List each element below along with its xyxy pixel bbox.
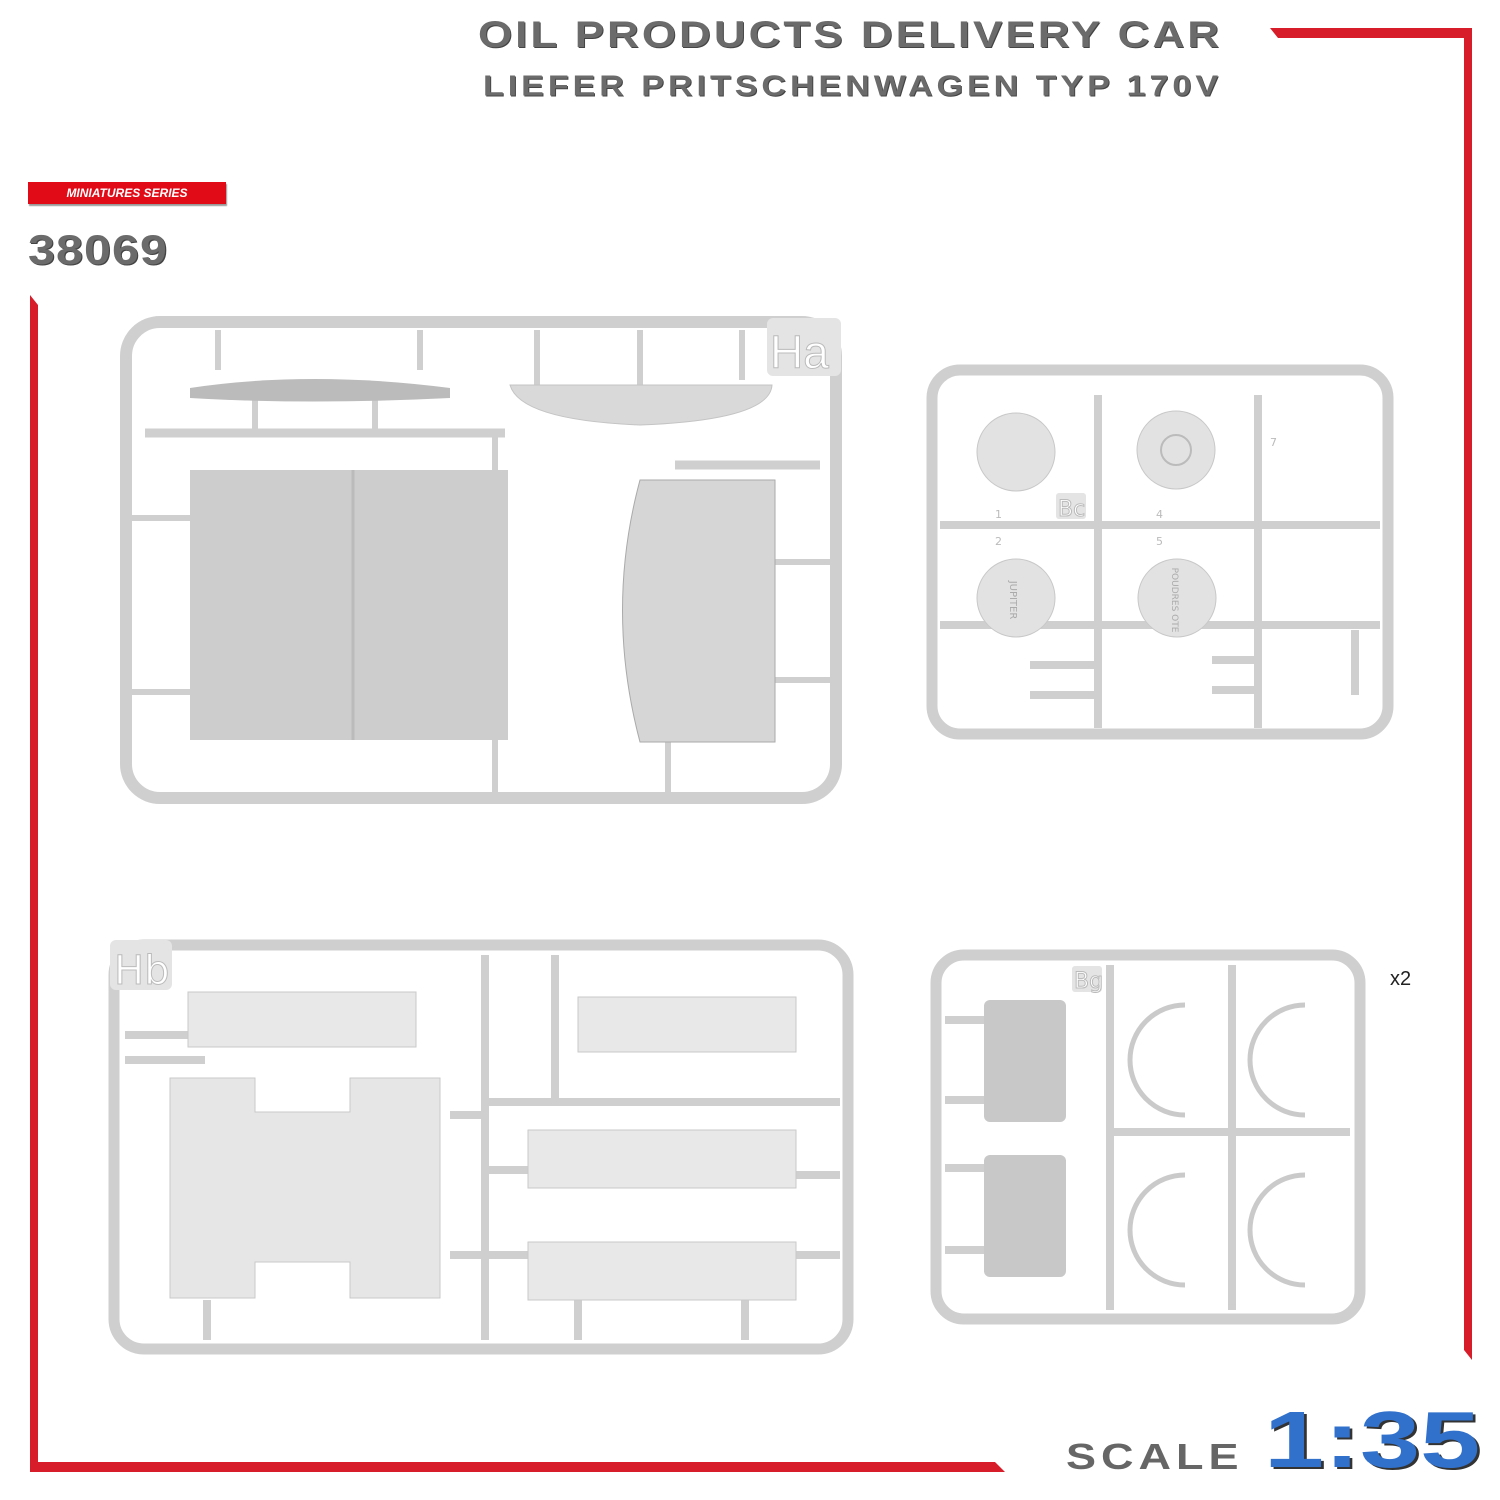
sprue-ha-parts: Ha	[190, 318, 841, 743]
part-lid-jupiter	[976, 558, 1056, 638]
part-number: 4	[1156, 508, 1163, 521]
part-number: 2	[995, 535, 1002, 548]
sprue-bg-parts: Bg	[984, 966, 1306, 1288]
part-side-board	[577, 996, 797, 1053]
lid-text: POUDRES OTE	[1169, 568, 1179, 633]
series-badge: MINIATURES SERIES	[28, 182, 226, 204]
part-side-board	[527, 1241, 797, 1301]
part-lid	[1136, 410, 1216, 490]
product-subtitle: LIEFER PRITSCHENWAGEN TYP 170V	[482, 70, 1222, 103]
part-lid	[976, 412, 1056, 492]
sprue-ha-tag	[767, 318, 841, 376]
sprue-ha-label: Ha	[770, 326, 829, 378]
part-bracket	[190, 379, 450, 402]
sprue-bg	[930, 949, 1366, 1325]
part-barrel	[984, 1000, 1066, 1122]
part-side-board	[527, 1129, 797, 1189]
part-number: 7	[1270, 436, 1277, 449]
sprue-hb-parts: Hb	[110, 940, 797, 1301]
sprue-hb-label: Hb	[114, 948, 169, 994]
sprue-bc-label: Bc	[1058, 497, 1085, 522]
part-side-board	[187, 991, 417, 1048]
sprue-bc-parts: JUPITER POUDRES OTE Bc 1 2 4 5 7	[976, 410, 1277, 638]
sprue-hb	[108, 939, 854, 1355]
part-number: 1	[995, 508, 1002, 521]
product-code: 38069	[28, 226, 169, 273]
part-number: 5	[1156, 535, 1163, 548]
part-lid-poudres	[1137, 558, 1217, 638]
part-roof-panel	[509, 384, 773, 426]
sprue-bg-label: Bg	[1074, 969, 1103, 994]
product-title: OIL PRODUCTS DELIVERY CAR	[477, 14, 1222, 56]
part-rear-cover	[622, 479, 776, 743]
part-cargo-floor	[169, 1077, 441, 1299]
part-barrel	[984, 1155, 1066, 1277]
sprue-ha	[120, 316, 842, 804]
part-cargo-cover	[190, 470, 508, 740]
scale-ratio: 1:35	[1264, 1395, 1481, 1484]
scale-label: SCALE	[1066, 1436, 1244, 1477]
lid-text: JUPITER	[1007, 580, 1018, 620]
quantity-label: x2	[1390, 968, 1412, 990]
